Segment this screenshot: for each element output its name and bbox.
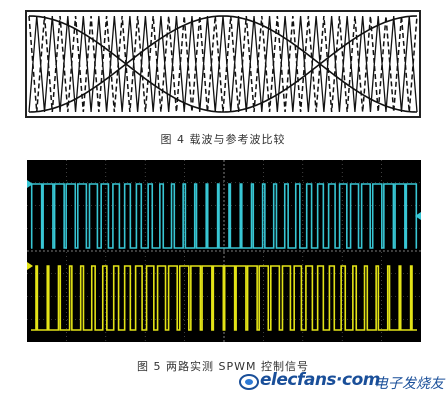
channel1-marker-icon — [27, 180, 33, 188]
carrier-reference-figure — [25, 10, 421, 118]
reference-sine-wave-inverted — [28, 15, 418, 113]
trigger-marker-icon — [415, 212, 421, 220]
watermark-chinese: 电子发烧友 — [374, 376, 444, 392]
watermark-domain: elecfans·com — [260, 370, 380, 390]
figure5-caption: 图 5 两路实测 SPWM 控制信号 — [137, 360, 309, 373]
carrier-wave-dashed — [28, 15, 418, 113]
figure4-caption: 图 4 载波与参考波比较 — [160, 133, 286, 146]
oscilloscope-capture — [27, 160, 421, 342]
scope-traces — [27, 180, 421, 331]
channel2-marker-icon — [27, 262, 33, 270]
waveform-group — [28, 15, 418, 113]
trace-ch2 — [31, 265, 417, 331]
ring-logo-icon — [239, 374, 259, 390]
trace-ch1 — [30, 183, 418, 249]
watermark: elecfans·com 电子发烧友 — [238, 370, 444, 396]
figure-frame — [25, 10, 421, 118]
reference-sine-wave — [28, 15, 418, 113]
